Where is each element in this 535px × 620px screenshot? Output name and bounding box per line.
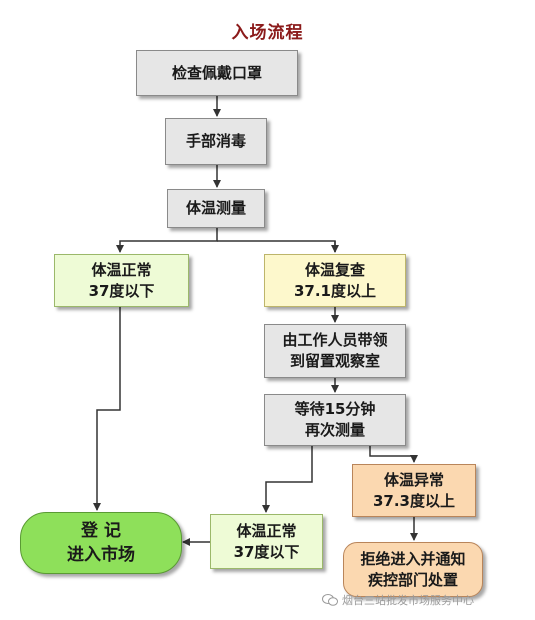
arrow-normal-left-to-register xyxy=(93,307,121,511)
recheck-line1: 体温复查 xyxy=(304,260,365,279)
normal-left-line1: 体温正常 xyxy=(91,260,152,279)
watermark: 烟台三站批发市场服务中心 xyxy=(322,592,474,608)
wechat-icon xyxy=(322,594,338,606)
normal-right-line2: 37度以下 xyxy=(233,542,300,561)
step-normal-left: 体温正常 37度以下 xyxy=(54,254,189,307)
flowchart-title: 入场流程 xyxy=(231,23,304,43)
step-temperature-measure: 体温测量 xyxy=(167,189,265,228)
step-hand-disinfect: 手部消毒 xyxy=(165,118,267,165)
wait-line2: 再次测量 xyxy=(304,421,365,439)
recheck-line2: 37.1度以上 xyxy=(293,281,376,300)
step-hand-disinfect-label: 手部消毒 xyxy=(185,132,246,150)
connector-measure-split xyxy=(116,228,218,253)
register-line2: 进入市场 xyxy=(67,545,135,565)
step-refuse-notify: 拒绝进入并通知 疾控部门处置 xyxy=(343,542,483,597)
step-wait-remeasure: 等待15分钟 再次测量 xyxy=(264,394,406,446)
normal-left-line2: 37度以下 xyxy=(88,281,155,300)
step-check-mask: 检查佩戴口罩 xyxy=(136,50,298,96)
step-register-enter: 登 记 进入市场 xyxy=(20,512,182,574)
register-line1: 登 记 xyxy=(81,521,121,541)
arrow-wait-to-normal-right xyxy=(262,446,313,513)
normal-right-line1: 体温正常 xyxy=(236,521,297,540)
observe-line2: 到留置观察室 xyxy=(289,352,380,370)
abnormal-line2: 37.3度以上 xyxy=(372,491,455,510)
step-observation-room: 由工作人员带领 到留置观察室 xyxy=(264,324,406,378)
step-recheck: 体温复查 37.1度以上 xyxy=(264,254,406,307)
step-abnormal: 体温异常 37.3度以上 xyxy=(352,464,476,517)
abnormal-line1: 体温异常 xyxy=(383,470,444,489)
arrow-wait-to-abnormal xyxy=(369,446,418,463)
step-normal-right: 体温正常 37度以下 xyxy=(210,514,323,569)
step-check-mask-label: 检查佩戴口罩 xyxy=(171,63,262,82)
step-temperature-measure-label: 体温测量 xyxy=(185,199,246,217)
connector-measure-right xyxy=(217,240,336,252)
refuse-line1: 拒绝进入并通知 xyxy=(360,549,466,568)
wait-line1: 等待15分钟 xyxy=(294,400,376,418)
watermark-text: 烟台三站批发市场服务中心 xyxy=(342,594,474,607)
refuse-line2: 疾控部门处置 xyxy=(367,570,458,589)
observe-line1: 由工作人员带领 xyxy=(282,331,388,349)
